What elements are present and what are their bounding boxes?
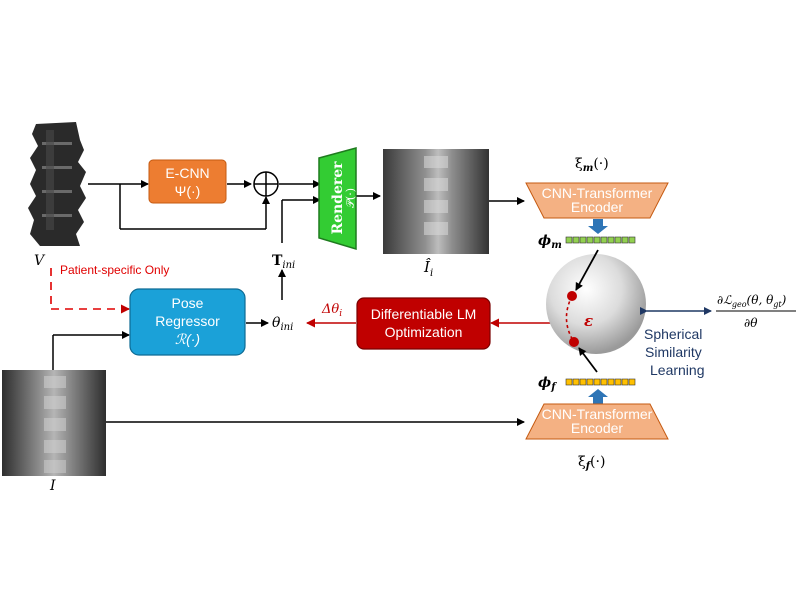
encoder-bottom-up-arrow [588, 389, 608, 404]
phi-m-to-sphere-arrow [575, 249, 599, 291]
svg-text:Similarity: Similarity [645, 344, 702, 360]
phi-f-cell [565, 378, 573, 386]
phi-f-cell [572, 378, 580, 386]
theta-ini-label: θini [272, 315, 293, 333]
t-ini-label: Tini [272, 253, 295, 271]
spine-volume-image [28, 122, 86, 246]
ecnn-box: E-CNN Ψ(·) [148, 159, 227, 204]
encoder-bottom: CNN-Transformer Encoder [525, 403, 669, 440]
pose-regressor-box: Pose Regressor ℛ(·) [129, 288, 246, 356]
volume-label: V [34, 253, 46, 269]
encoder-bottom-line2: Encoder [571, 420, 623, 436]
renderer-block: Renderer 𝒫(·) [318, 147, 357, 251]
spherical-similarity-text: Spherical Similarity Learning [644, 326, 705, 378]
xray-to-regressor-arrow [52, 331, 130, 370]
sum-node [253, 171, 279, 197]
pose-regressor-func: ℛ(·) [175, 331, 200, 347]
phi-f-cell [593, 378, 601, 386]
phi-f-cell [628, 378, 636, 386]
phi-f-point [569, 337, 579, 347]
phi-f-cell [621, 378, 629, 386]
pose-regressor-line1: Pose [172, 295, 204, 311]
ecnn-title: E-CNN [165, 165, 209, 181]
phi-m-cell [565, 236, 573, 244]
phi-m-label: ϕm [538, 233, 562, 251]
geodesic-gradient-formula: ∂ℒgeo(θ, θgt) ∂θ [716, 293, 796, 330]
phi-m-feature-vector [565, 236, 636, 244]
encoder-top-line1: CNN-Transformer [542, 185, 653, 201]
phi-f-cell [586, 378, 594, 386]
phi-m-cell [586, 236, 594, 244]
phi-m-cell [614, 236, 622, 244]
phi-f-cell [579, 378, 587, 386]
renderer-title: Renderer [330, 161, 346, 235]
xi-m-label: ξm(·) [575, 156, 609, 174]
top-path-arrows [88, 180, 525, 300]
phi-m-cell [593, 236, 601, 244]
drr-label: Îi [423, 258, 433, 279]
similarity-sphere [546, 254, 646, 354]
phi-m-cell [621, 236, 629, 244]
svg-text:∂ℒgeo(θ, θgt): ∂ℒgeo(θ, θgt) [717, 293, 787, 309]
lm-line2: Optimization [385, 324, 463, 340]
encoder-bottom-line1: CNN-Transformer [542, 406, 653, 422]
xi-f-label: ξf(·) [578, 454, 605, 472]
encoder-top-line2: Encoder [571, 199, 623, 215]
phi-m-cell [600, 236, 608, 244]
patient-specific-path [50, 268, 130, 314]
encoder-top-down-arrow [588, 219, 608, 234]
xray-image [2, 370, 106, 476]
svg-text:Learning: Learning [650, 362, 705, 378]
phi-m-cell [572, 236, 580, 244]
delta-theta-label: Δθi [321, 302, 342, 319]
ecnn-func: Ψ(·) [175, 183, 201, 199]
lm-optimization-box: Differentiable LM Optimization [356, 297, 491, 350]
lm-line1: Differentiable LM [371, 306, 477, 322]
svg-text:Spherical: Spherical [644, 326, 702, 342]
drr-image [383, 149, 489, 254]
phi-f-cell [600, 378, 608, 386]
pose-regressor-line2: Regressor [155, 313, 220, 329]
xray-label: I [49, 478, 56, 494]
renderer-func: 𝒫(·) [344, 188, 357, 208]
svg-text:∂θ: ∂θ [744, 316, 758, 330]
phi-m-cell [628, 236, 636, 244]
patient-specific-label: Patient-specific Only [60, 263, 169, 277]
encoder-top: CNN-Transformer Encoder [525, 182, 669, 219]
phi-f-cell [607, 378, 615, 386]
phi-m-cell [607, 236, 615, 244]
phi-m-point [567, 291, 577, 301]
epsilon-label: ε [584, 312, 593, 330]
phi-f-label: ϕf [538, 375, 557, 393]
phi-f-cell [614, 378, 622, 386]
phi-f-feature-vector [565, 378, 636, 386]
phi-f-to-sphere-arrow [578, 347, 598, 373]
phi-m-cell [579, 236, 587, 244]
